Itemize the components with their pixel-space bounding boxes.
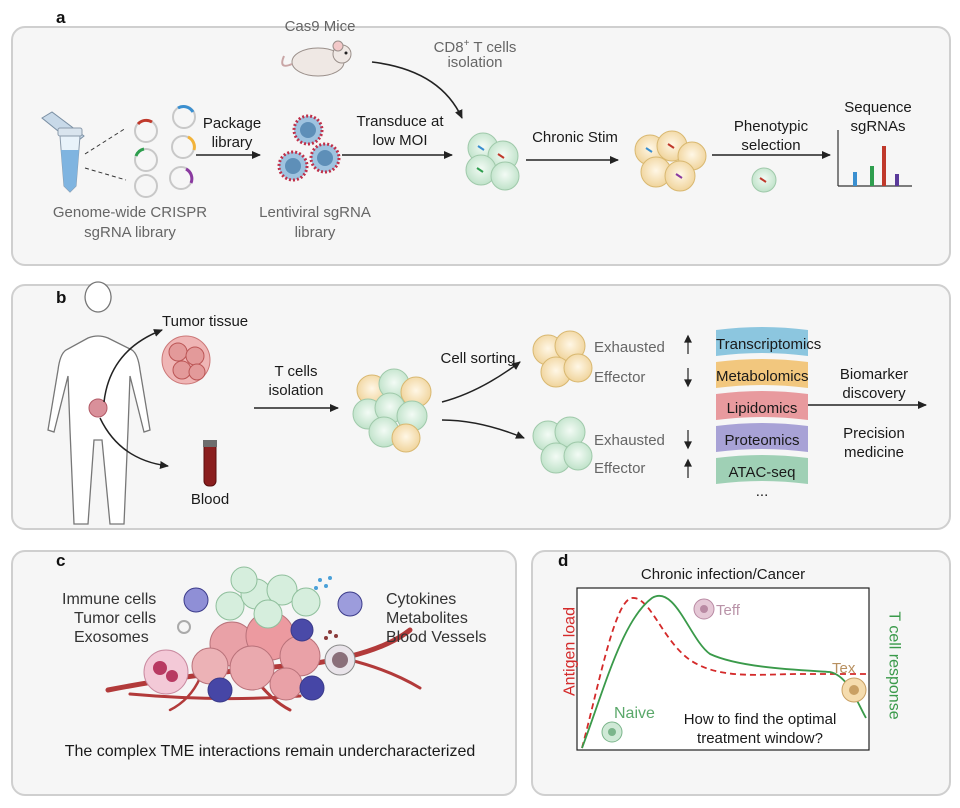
sequencing-bar-icon (837, 130, 912, 187)
lentiviral-label-line2: library (294, 224, 336, 241)
tme-caption: The complex TME interactions remain unde… (64, 743, 476, 760)
tumor-tissue-icon (161, 335, 211, 385)
omics-proteomics: Proteomics (724, 432, 800, 449)
y-axis-label-left: Antigen load (561, 607, 579, 696)
cytokine-dots-icon (314, 576, 332, 590)
exhausted-label-bottom: Exhausted (594, 432, 665, 449)
tex-label: Tex (832, 660, 856, 677)
panel-b-graphics (47, 281, 927, 525)
tme-right-item-2: Metabolites (386, 610, 468, 627)
selected-cell-icon (751, 167, 777, 193)
omics-lipidomics: Lipidomics (726, 400, 798, 417)
exhausted-cell-cluster-icon (532, 330, 593, 388)
phenotypic-label-line1: Phenotypic (733, 118, 809, 135)
sequence-label-line1: Sequence (844, 99, 912, 116)
immune-cell-icons (183, 587, 363, 703)
t-cell-cluster-icon (215, 566, 321, 629)
cd8-isolation-label-line2: isolation (447, 54, 503, 71)
omics-atac-seq: ATAC-seq (728, 464, 796, 481)
exhausted-label-top: Exhausted (594, 339, 665, 356)
y-axis-label-right: T cell response (885, 611, 903, 720)
teff-cell-icon (693, 598, 715, 620)
question-line2: treatment window? (697, 730, 823, 747)
panel-d-label: d (558, 551, 569, 570)
biomarker-label-line2: discovery (842, 385, 906, 402)
cas9-mice-label: Cas9 Mice (284, 18, 356, 35)
panel-a-graphics (41, 40, 912, 198)
lentiviral-label-line1: Lentiviral sgRNA (259, 204, 371, 221)
tumor-tissue-label: Tumor tissue (162, 313, 249, 330)
panel-a-label: a (56, 8, 66, 27)
omics-layers (716, 327, 808, 484)
t-cell-cluster-icon (465, 132, 520, 191)
mouse-icon (281, 40, 352, 77)
sequence-label-line2: sgRNAs (850, 118, 906, 135)
package-label-line1: Package (202, 115, 262, 132)
blood-tube-icon (203, 440, 217, 487)
tumor-microenvironment-illustration (105, 566, 422, 712)
package-label-line2: library (211, 134, 253, 151)
curved-arrow (441, 361, 521, 403)
curved-arrow (371, 61, 463, 119)
cell-sorting-label: Cell sorting (440, 350, 516, 367)
phenotypic-label-line2: selection (741, 137, 801, 154)
library-label-line2: sgRNA library (84, 224, 176, 241)
transduce-label-line2: low MOI (372, 132, 428, 149)
chart-title: Chronic infection/Cancer (640, 566, 806, 583)
biomarker-label-line1: Biomarker (839, 366, 909, 383)
mixed-t-cell-cluster-icon (352, 368, 432, 453)
tme-right-item-1: Cytokines (386, 591, 457, 608)
exosome-icon (177, 620, 191, 634)
blood-label: Blood (190, 491, 230, 508)
precision-label-line2: medicine (843, 444, 905, 461)
tex-cell-icon (841, 677, 867, 703)
tme-left-item-2: Tumor cells (74, 610, 157, 627)
trend-arrow-icons (684, 334, 692, 478)
antigen-load-curve (581, 597, 866, 749)
transduce-label-line1: Transduce at (356, 113, 444, 130)
curved-arrow (441, 419, 525, 439)
cd8-superscript: + (463, 38, 470, 49)
cd8-rest-text: T cells (469, 39, 517, 56)
panel-b-label: b (56, 288, 67, 307)
chronic-stim-label: Chronic Stim (532, 129, 618, 146)
t-cell-response-curve (581, 594, 867, 749)
precision-label-line1: Precision (843, 425, 905, 442)
curved-arrow (99, 417, 169, 469)
dashed-line (84, 127, 127, 155)
macrophage-icon (324, 644, 356, 676)
plot-frame (576, 587, 870, 751)
panel-c-label: c (56, 551, 66, 570)
tme-left-item-3: Exosomes (74, 629, 149, 646)
cd8-text: CD8 (433, 39, 464, 56)
metabolite-dots-icon (324, 630, 338, 640)
omics-metabolomics: Metabolomics (716, 368, 809, 385)
t-cells-label-line1: T cells (274, 363, 318, 380)
naive-label: Naive (614, 705, 655, 722)
effector-cell-cluster-icon (532, 416, 593, 474)
effector-label-bottom: Effector (594, 460, 646, 477)
t-cells-label-line2: isolation (268, 382, 324, 399)
cd8-isolation-label-line1: CD8+ T cells (395, 34, 555, 57)
naive-cell-icon (601, 721, 623, 743)
dashed-line (84, 167, 127, 181)
curved-arrow (103, 329, 163, 403)
tumor-cell-icons (191, 611, 321, 701)
plasmid-icons (134, 105, 196, 198)
question-line1: How to find the optimal (683, 711, 837, 728)
omics-transcriptomics: Transcriptomics (716, 336, 822, 353)
lentivirus-icons (277, 114, 341, 182)
stimulated-cell-cluster-icon (634, 130, 707, 192)
tme-right-item-3: Blood Vessels (386, 629, 487, 646)
library-label-line1: Genome-wide CRISPR (52, 204, 208, 221)
effector-label-top: Effector (594, 369, 646, 386)
tube-icon (41, 111, 85, 193)
omics-more: ... (755, 483, 769, 500)
tme-left-item-1: Immune cells (62, 591, 157, 608)
teff-label: Teff (716, 602, 740, 619)
neutrophil-icon (143, 649, 189, 695)
